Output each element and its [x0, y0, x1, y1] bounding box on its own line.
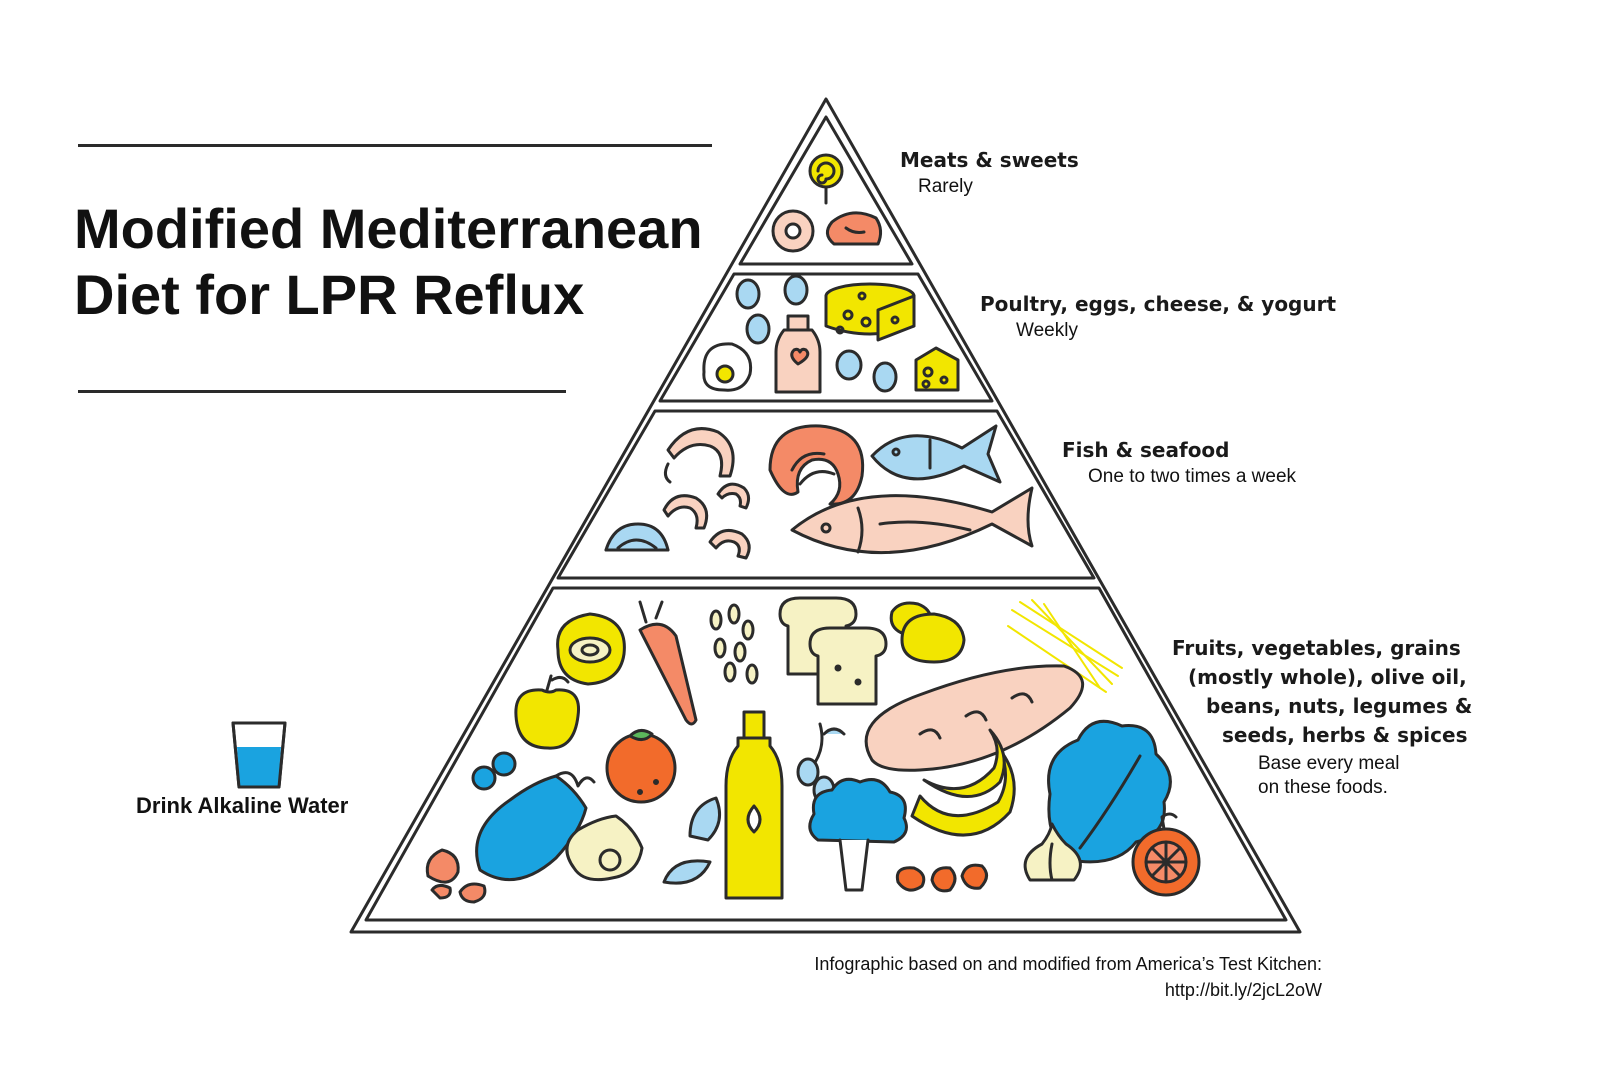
lollipop-icon: [808, 153, 844, 205]
broccoli-icon: [808, 777, 908, 892]
onion-icon: [556, 612, 626, 686]
tier-3-icons: [604, 424, 1034, 560]
fried-egg-icon: [702, 342, 753, 392]
egg-icon: [783, 274, 809, 306]
pyramid-outline: [349, 97, 1302, 934]
egg-icon: [872, 361, 898, 393]
glass-of-water-icon: [231, 721, 287, 789]
cheese-wheel-icon: [824, 282, 916, 342]
tier-meats-sweets-section: [738, 115, 914, 266]
clam-icon: [604, 522, 670, 552]
page-title: Modified Mediterranean Diet for LPR Refl…: [74, 196, 703, 328]
shrimp-icon: [708, 528, 751, 560]
shrimp-icon: [716, 482, 751, 510]
title-rule-bottom: [78, 390, 566, 393]
tier-name: Fish & seafood: [1062, 438, 1230, 462]
pasta-icon: [1007, 599, 1123, 693]
tier-1-icons: [771, 153, 883, 253]
egg-icon: [835, 349, 863, 381]
bread-slices-icon: [778, 596, 888, 706]
avocado-icon: [565, 814, 644, 882]
tier-frequency: One to two times a week: [1088, 466, 1297, 487]
blueberries-icon: [471, 751, 517, 791]
tier-name-line: Fruits, vegetables, grains: [1172, 636, 1461, 660]
beans-icon: [895, 863, 988, 893]
herb-leaf-icon: [662, 796, 722, 885]
tier-fish-seafood-section: [556, 409, 1096, 580]
title-rule-top: [78, 144, 712, 147]
yogurt-bottle-icon: [774, 314, 822, 394]
tier-frequency-line: on these foods.: [1258, 777, 1388, 798]
shrimp-icon: [662, 494, 709, 530]
title-line-2: Diet for LPR Reflux: [74, 263, 585, 326]
tier-frequency: Weekly: [1016, 320, 1078, 341]
credit-line-1: Infographic based on and modified from A…: [814, 954, 1322, 974]
grains-icon: [709, 603, 759, 685]
tier-name: Poultry, eggs, cheese, & yogurt: [980, 292, 1337, 316]
salmon-steak-icon: [768, 424, 865, 506]
tier-poultry-eggs-section: [658, 272, 994, 403]
tier-name-line: seeds, herbs & spices: [1222, 723, 1468, 747]
source-credit: Infographic based on and modified from A…: [814, 951, 1322, 1003]
tier-label-plant-foods: Fruits, vegetables, grains (mostly whole…: [1172, 634, 1472, 800]
tier-name: Meats & sweets: [900, 148, 1079, 172]
tier-4-icons: [425, 596, 1201, 904]
carrot-icon: [638, 600, 698, 726]
tier-label-fish-seafood: Fish & seafood One to two times a week: [1062, 436, 1296, 489]
potatoes-icon: [889, 601, 966, 664]
shrimp-icon: [663, 427, 735, 484]
credit-link[interactable]: http://bit.ly/2jcL2oW: [1164, 980, 1322, 1000]
grapefruit-icon: [1131, 812, 1201, 897]
title-line-1: Modified Mediterranean: [74, 197, 703, 260]
tier-plant-foods-section: [364, 586, 1288, 922]
tier-frequency: Rarely: [918, 176, 973, 197]
eggplant-icon: [475, 771, 596, 882]
tier-2-icons: [702, 274, 960, 394]
donut-icon: [771, 209, 815, 253]
tier-label-meats-sweets: Meats & sweets Rarely: [900, 146, 1079, 199]
olive-oil-bottle-icon: [724, 710, 784, 900]
baguette-icon: [864, 664, 1085, 772]
water-label: Drink Alkaline Water: [136, 793, 349, 818]
fish-icon: [870, 424, 1002, 484]
steak-icon: [826, 211, 883, 246]
tier-name-line: (mostly whole), olive oil,: [1188, 665, 1467, 689]
orange-icon: [605, 729, 677, 804]
almonds-icon: [425, 848, 487, 904]
egg-icon: [735, 278, 761, 310]
egg-icon: [745, 313, 771, 345]
tier-frequency-line: Base every meal: [1258, 753, 1400, 774]
bananas-icon: [910, 728, 1016, 837]
garlic-icon: [1023, 822, 1082, 882]
apple-icon: [514, 674, 581, 750]
tier-name-line: beans, nuts, legumes &: [1206, 694, 1473, 718]
large-fish-icon: [790, 486, 1034, 555]
cheese-wedge-icon: [914, 346, 960, 392]
lettuce-icon: [1047, 719, 1172, 864]
tier-label-poultry-eggs: Poultry, eggs, cheese, & yogurt Weekly: [980, 290, 1336, 343]
